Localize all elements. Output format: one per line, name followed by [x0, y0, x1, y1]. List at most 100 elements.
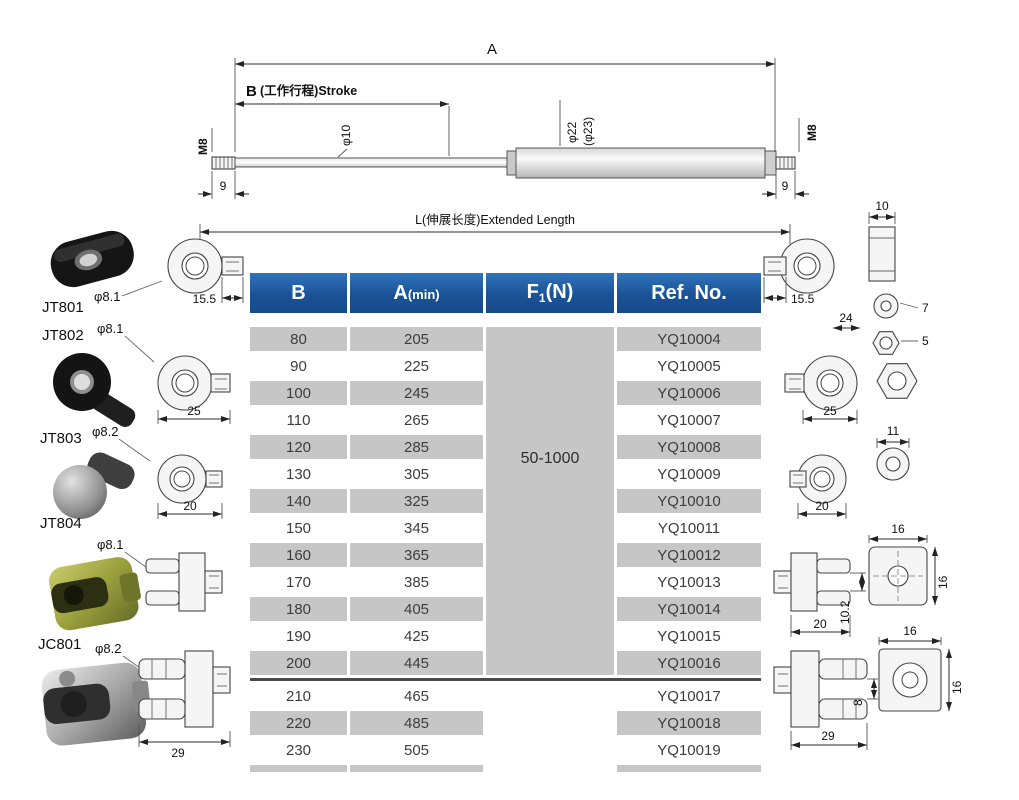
a-cell: 465 [350, 684, 483, 708]
ref-cell: YQ10009 [617, 462, 761, 486]
jt802-label: JT802 [42, 327, 84, 344]
section-divider [250, 678, 761, 681]
b-cell: 140 [250, 489, 347, 513]
ref-cell: YQ10018 [617, 711, 761, 735]
b-cell: 180 [250, 597, 347, 621]
jt802-side-drawing-left: 25 [157, 355, 231, 424]
b-cell: 120 [250, 435, 347, 459]
ref-cell: YQ10015 [617, 624, 761, 648]
table-row: 140 325 YQ10010 [250, 489, 761, 513]
b-cell: 230 [250, 738, 347, 762]
jt802-photo [53, 353, 136, 427]
b-cell: 130 [250, 462, 347, 486]
jt801-depth-right-label: 15.5 [791, 292, 815, 306]
ref-cell [617, 765, 761, 772]
b-cell: 210 [250, 684, 347, 708]
ref-cell: YQ10019 [617, 738, 761, 762]
dim-extended-length: L(伸展长度)Extended Length [199, 212, 791, 244]
jt804-square-h-label: 16 [936, 575, 950, 589]
col-header-force: F1(N) [486, 273, 614, 313]
jt801-photo [50, 230, 134, 288]
jt804-slot-label: 10.2 [838, 600, 852, 624]
b-cell: 220 [250, 711, 347, 735]
jc801-width-left-label: 29 [171, 746, 185, 760]
thread-len-left-label: 9 [220, 179, 227, 193]
jc801-photo [41, 662, 151, 746]
jt803-side-drawing-right: 20 [789, 454, 847, 519]
dim-thread-m8-right: M8 [798, 118, 819, 152]
m8-left-label: M8 [196, 138, 210, 155]
jc801-dia-label: φ8.2 [95, 641, 122, 656]
dim-l-label: L(伸展长度)Extended Length [415, 212, 575, 227]
dim-thread-m8-left: M8 [196, 128, 213, 155]
jt801-side-drawing-right: 15.5 [763, 238, 835, 306]
jt801-stud-length-label: 10 [875, 199, 889, 213]
b-cell: 80 [250, 327, 347, 351]
force-range-cell: 50-1000 [486, 327, 614, 675]
table-row-clipped [250, 765, 761, 772]
jt801-nut-label: 5 [922, 334, 929, 348]
dim-b-label: B [246, 83, 257, 100]
jt801-washer-label: 7 [922, 301, 929, 315]
table-row: 220 485 YQ10018 [250, 711, 761, 735]
a-cell: 445 [350, 651, 483, 675]
table-row: 150 345 YQ10011 [250, 516, 761, 540]
a-cell: 265 [350, 408, 483, 432]
jt804-label: JT804 [40, 515, 82, 532]
gas-spring-size-table: B A(min) F1(N) Ref. No. 80 205 50-1000 Y… [247, 270, 764, 772]
a-cell: 285 [350, 435, 483, 459]
jt804-fork-drawing-left [145, 552, 223, 612]
jt802-width-right-label: 25 [823, 404, 837, 418]
force-range-cell-empty [486, 684, 614, 772]
rod-dia-label: φ10 [339, 125, 353, 146]
ref-cell: YQ10004 [617, 327, 761, 351]
ref-cell: YQ10017 [617, 684, 761, 708]
table-row: 210 465 YQ10017 [250, 684, 761, 772]
jc801-square-drawing: 16 16 [878, 624, 964, 712]
jt803-label: JT803 [40, 430, 82, 447]
ref-cell: YQ10008 [617, 435, 761, 459]
b-cell: 100 [250, 381, 347, 405]
a-cell: 245 [350, 381, 483, 405]
dim-a-label: A [487, 41, 497, 58]
b-cell: 190 [250, 624, 347, 648]
table-row: 180 405 YQ10014 [250, 597, 761, 621]
jt801-label: JT801 [42, 299, 84, 316]
tube-dia-label: φ22 [565, 122, 579, 143]
jt804-width-label: 20 [813, 617, 827, 631]
a-cell: 365 [350, 543, 483, 567]
b-cell: 160 [250, 543, 347, 567]
jc801-square-w-label: 16 [903, 624, 917, 638]
ref-cell: YQ10012 [617, 543, 761, 567]
table-row: 120 285 YQ10008 [250, 435, 761, 459]
jt802-nut-face-drawing [876, 363, 918, 399]
piston-rod [234, 157, 508, 168]
b-cell: 90 [250, 354, 347, 378]
table-row: 80 205 50-1000 YQ10004 [250, 327, 761, 675]
a-c ell: 505 [350, 738, 483, 762]
a-cell: 305 [350, 462, 483, 486]
ref-cell: YQ10013 [617, 570, 761, 594]
jc801-slot-label: 8 [851, 699, 865, 706]
b-cell: 170 [250, 570, 347, 594]
a-cell: 325 [350, 489, 483, 513]
table-row: 170 385 YQ10013 [250, 570, 761, 594]
table-row: 90 225 YQ10005 [250, 354, 761, 378]
jt801-dia-label: φ8.1 [94, 289, 121, 304]
dim-thread-length-left: 9 [198, 171, 249, 199]
ref-cell: YQ10005 [617, 354, 761, 378]
jt801-side-drawing-left: 15.5 [167, 238, 244, 306]
ref-cell: YQ10007 [617, 408, 761, 432]
a-cell: 225 [350, 354, 483, 378]
b-cell: 110 [250, 408, 347, 432]
jt803-dia-label: φ8.2 [92, 424, 119, 439]
ref-cell: YQ10010 [617, 489, 761, 513]
jt804-square-w-label: 16 [891, 522, 905, 536]
m8-right-label: M8 [805, 124, 819, 141]
b-cell: 150 [250, 516, 347, 540]
a-cell: 345 [350, 516, 483, 540]
table-row: 190 425 YQ10015 [250, 624, 761, 648]
ref-cell: YQ10016 [617, 651, 761, 675]
cylinder-tube [515, 147, 766, 179]
